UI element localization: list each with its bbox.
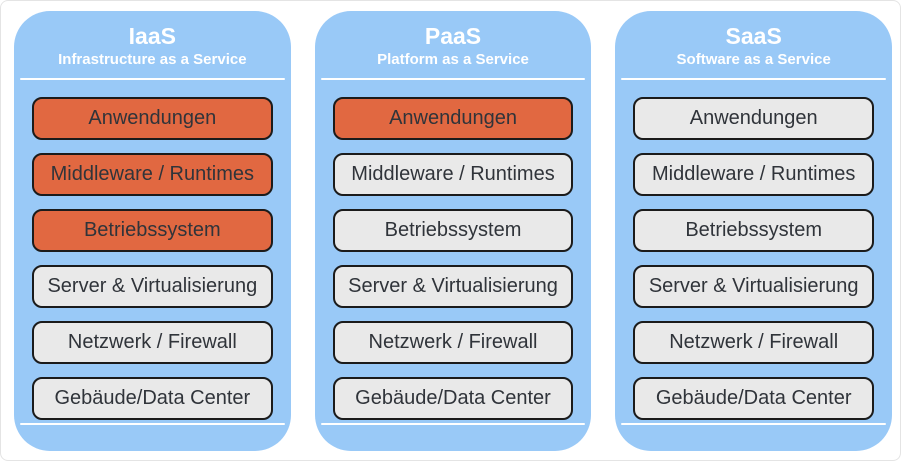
paas-title: PaaS xyxy=(424,23,482,49)
iaas-subtitle: Infrastructure as a Service xyxy=(58,51,247,68)
paas-footer-divider xyxy=(320,423,586,425)
layer-box-middleware-runtimes: Middleware / Runtimes xyxy=(633,153,875,196)
layer-box-netzwerk-firewall: Netzwerk / Firewall xyxy=(332,321,574,364)
iaas-footer-divider xyxy=(20,423,285,425)
layer-box-betriebssystem: Betriebssystem xyxy=(32,209,273,252)
saas-header-divider xyxy=(621,78,887,80)
iaas-title: IaaS xyxy=(128,23,176,49)
saas-panel: SaaS Software as a Service Anwendungen M… xyxy=(615,11,893,451)
layer-box-server-virtualisierung: Server & Virtualisierung xyxy=(332,265,574,308)
saas-subtitle: Software as a Service xyxy=(676,51,831,68)
layer-box-netzwerk-firewall: Netzwerk / Firewall xyxy=(32,321,273,364)
layer-box-anwendungen: Anwendungen xyxy=(332,97,574,140)
iaas-panel: IaaS Infrastructure as a Service Anwendu… xyxy=(14,11,291,451)
layer-box-anwendungen: Anwendungen xyxy=(633,97,875,140)
layer-box-gebaeude-data-center: Gebäude/Data Center xyxy=(633,377,875,420)
layer-box-server-virtualisierung: Server & Virtualisierung xyxy=(633,265,875,308)
saas-footer-divider xyxy=(621,423,887,425)
layer-box-middleware-runtimes: Middleware / Runtimes xyxy=(332,153,574,196)
layer-box-gebaeude-data-center: Gebäude/Data Center xyxy=(332,377,574,420)
layer-box-betriebssystem: Betriebssystem xyxy=(633,209,875,252)
layer-box-middleware-runtimes: Middleware / Runtimes xyxy=(32,153,273,196)
paas-header-divider xyxy=(320,78,586,80)
saas-title: SaaS xyxy=(725,23,782,49)
layer-box-server-virtualisierung: Server & Virtualisierung xyxy=(32,265,273,308)
iaas-header-divider xyxy=(20,78,285,80)
layer-box-netzwerk-firewall: Netzwerk / Firewall xyxy=(633,321,875,364)
layer-box-betriebssystem: Betriebssystem xyxy=(332,209,574,252)
saas-layer-stack: Anwendungen Middleware / Runtimes Betrie… xyxy=(633,97,875,420)
iaas-layer-stack: Anwendungen Middleware / Runtimes Betrie… xyxy=(32,97,273,420)
layer-box-anwendungen: Anwendungen xyxy=(32,97,273,140)
paas-subtitle: Platform as a Service xyxy=(377,51,529,68)
paas-layer-stack: Anwendungen Middleware / Runtimes Betrie… xyxy=(332,97,574,420)
paas-panel: PaaS Platform as a Service Anwendungen M… xyxy=(314,11,592,451)
layer-box-gebaeude-data-center: Gebäude/Data Center xyxy=(32,377,273,420)
